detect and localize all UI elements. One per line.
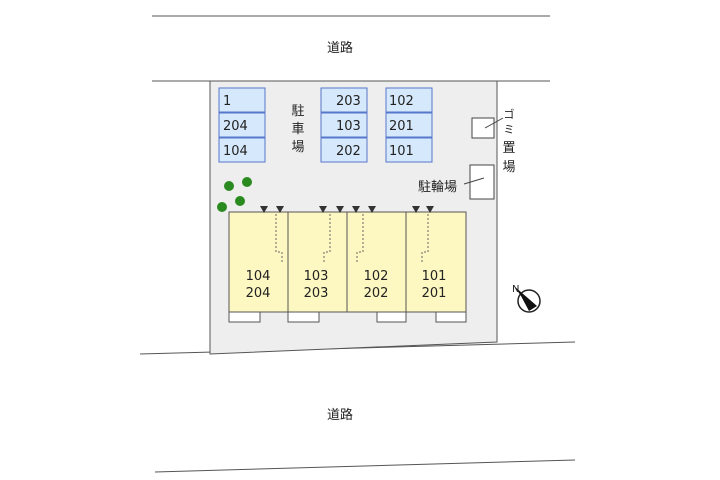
north-road: 道路 bbox=[152, 15, 550, 82]
garbage-leader bbox=[484, 117, 504, 129]
parking-slot bbox=[218, 137, 266, 163]
tree-icon bbox=[217, 202, 227, 212]
unit-104-204: 104 204 bbox=[228, 206, 289, 323]
parking-slot-label: 103 bbox=[336, 119, 361, 134]
entrance-marker-icon bbox=[426, 206, 434, 213]
building: 104 204 103 203 102 202 bbox=[228, 206, 467, 323]
parking-slot-label: 204 bbox=[223, 119, 248, 134]
parking-slot bbox=[385, 87, 433, 113]
parking-slot bbox=[320, 112, 368, 138]
entrance-marker-icon bbox=[368, 206, 376, 213]
unit-lower-number: 102 bbox=[364, 269, 389, 284]
parking-slot-label: 101 bbox=[389, 144, 414, 159]
parking-slot bbox=[320, 137, 368, 163]
bicycle-parking: 駐輪場 bbox=[418, 164, 495, 200]
unit-balcony bbox=[376, 311, 407, 323]
parking-label-char: 場 bbox=[291, 140, 304, 155]
unit-103-203: 103 203 bbox=[287, 206, 348, 323]
south-road: 道路 bbox=[139, 341, 576, 473]
parking-slot bbox=[218, 87, 266, 113]
unit-balcony bbox=[435, 311, 467, 323]
unit-102-202: 102 202 bbox=[346, 206, 407, 323]
parking-label-char: 車 bbox=[291, 122, 304, 137]
garbage-area: ゴ ミ 置 場 bbox=[471, 107, 516, 175]
bicycle-label: 駐輪場 bbox=[418, 179, 457, 195]
unit-corridor bbox=[356, 214, 364, 262]
bicycle-box bbox=[469, 164, 495, 200]
unit-balcony bbox=[228, 311, 261, 323]
unit-lower-number: 101 bbox=[422, 269, 447, 284]
entrance-marker-icon bbox=[412, 206, 420, 213]
north-road-label: 道路 bbox=[327, 40, 353, 56]
unit-corridor bbox=[323, 214, 331, 262]
parking-slot bbox=[385, 137, 433, 163]
unit-upper-number: 204 bbox=[246, 286, 271, 301]
parking-slot-label: 104 bbox=[223, 144, 248, 159]
compass-needle bbox=[514, 286, 537, 311]
entrance-marker-icon bbox=[260, 206, 268, 213]
unit-upper-number: 202 bbox=[364, 286, 389, 301]
entrance-marker-icon bbox=[319, 206, 327, 213]
garbage-label-char: 置 bbox=[502, 141, 515, 156]
compass-n-glyph: N bbox=[512, 284, 519, 295]
parking-column-1: 1 204 104 bbox=[218, 87, 266, 163]
parking-column-3: 102 201 101 bbox=[385, 87, 433, 163]
parking-label-char: 駐 bbox=[291, 104, 304, 119]
unit-body bbox=[405, 211, 467, 313]
unit-balcony bbox=[287, 311, 320, 323]
unit-upper-number: 201 bbox=[422, 286, 447, 301]
unit-corridor bbox=[275, 214, 283, 262]
garbage-label-char: 場 bbox=[502, 160, 515, 175]
parking-slot bbox=[320, 87, 368, 113]
north-compass-icon: N bbox=[512, 284, 541, 313]
entrance-marker-icon bbox=[352, 206, 360, 213]
garbage-label-char: ミ bbox=[504, 123, 515, 136]
tree-icon bbox=[235, 196, 245, 206]
unit-lower-number: 104 bbox=[246, 269, 271, 284]
unit-upper-number: 203 bbox=[304, 286, 329, 301]
south-road-edge-bottom bbox=[154, 459, 576, 473]
parking-slot-label: 102 bbox=[389, 94, 414, 109]
trees bbox=[217, 177, 252, 212]
unit-corridor bbox=[421, 214, 429, 262]
parking-slot-label: 1 bbox=[223, 94, 231, 109]
unit-101-201: 101 201 bbox=[405, 206, 467, 323]
garbage-label-char: ゴ bbox=[504, 107, 515, 121]
unit-body bbox=[228, 211, 289, 313]
garbage-box bbox=[471, 117, 495, 139]
unit-lower-number: 103 bbox=[304, 269, 329, 284]
bicycle-leader bbox=[463, 177, 485, 185]
parking-slot bbox=[385, 112, 433, 138]
entrance-marker-icon bbox=[336, 206, 344, 213]
south-road-label: 道路 bbox=[327, 407, 353, 423]
parking-slot-label: 203 bbox=[336, 94, 361, 109]
parking-label: 駐 車 場 bbox=[291, 104, 304, 155]
parking-slot-label: 202 bbox=[336, 144, 361, 159]
tree-icon bbox=[242, 177, 252, 187]
parking-column-2: 203 103 202 bbox=[320, 87, 368, 163]
parking-slot-label: 201 bbox=[389, 119, 414, 134]
entrance-marker-icon bbox=[276, 206, 284, 213]
tree-icon bbox=[224, 181, 234, 191]
parking-slot bbox=[218, 112, 266, 138]
